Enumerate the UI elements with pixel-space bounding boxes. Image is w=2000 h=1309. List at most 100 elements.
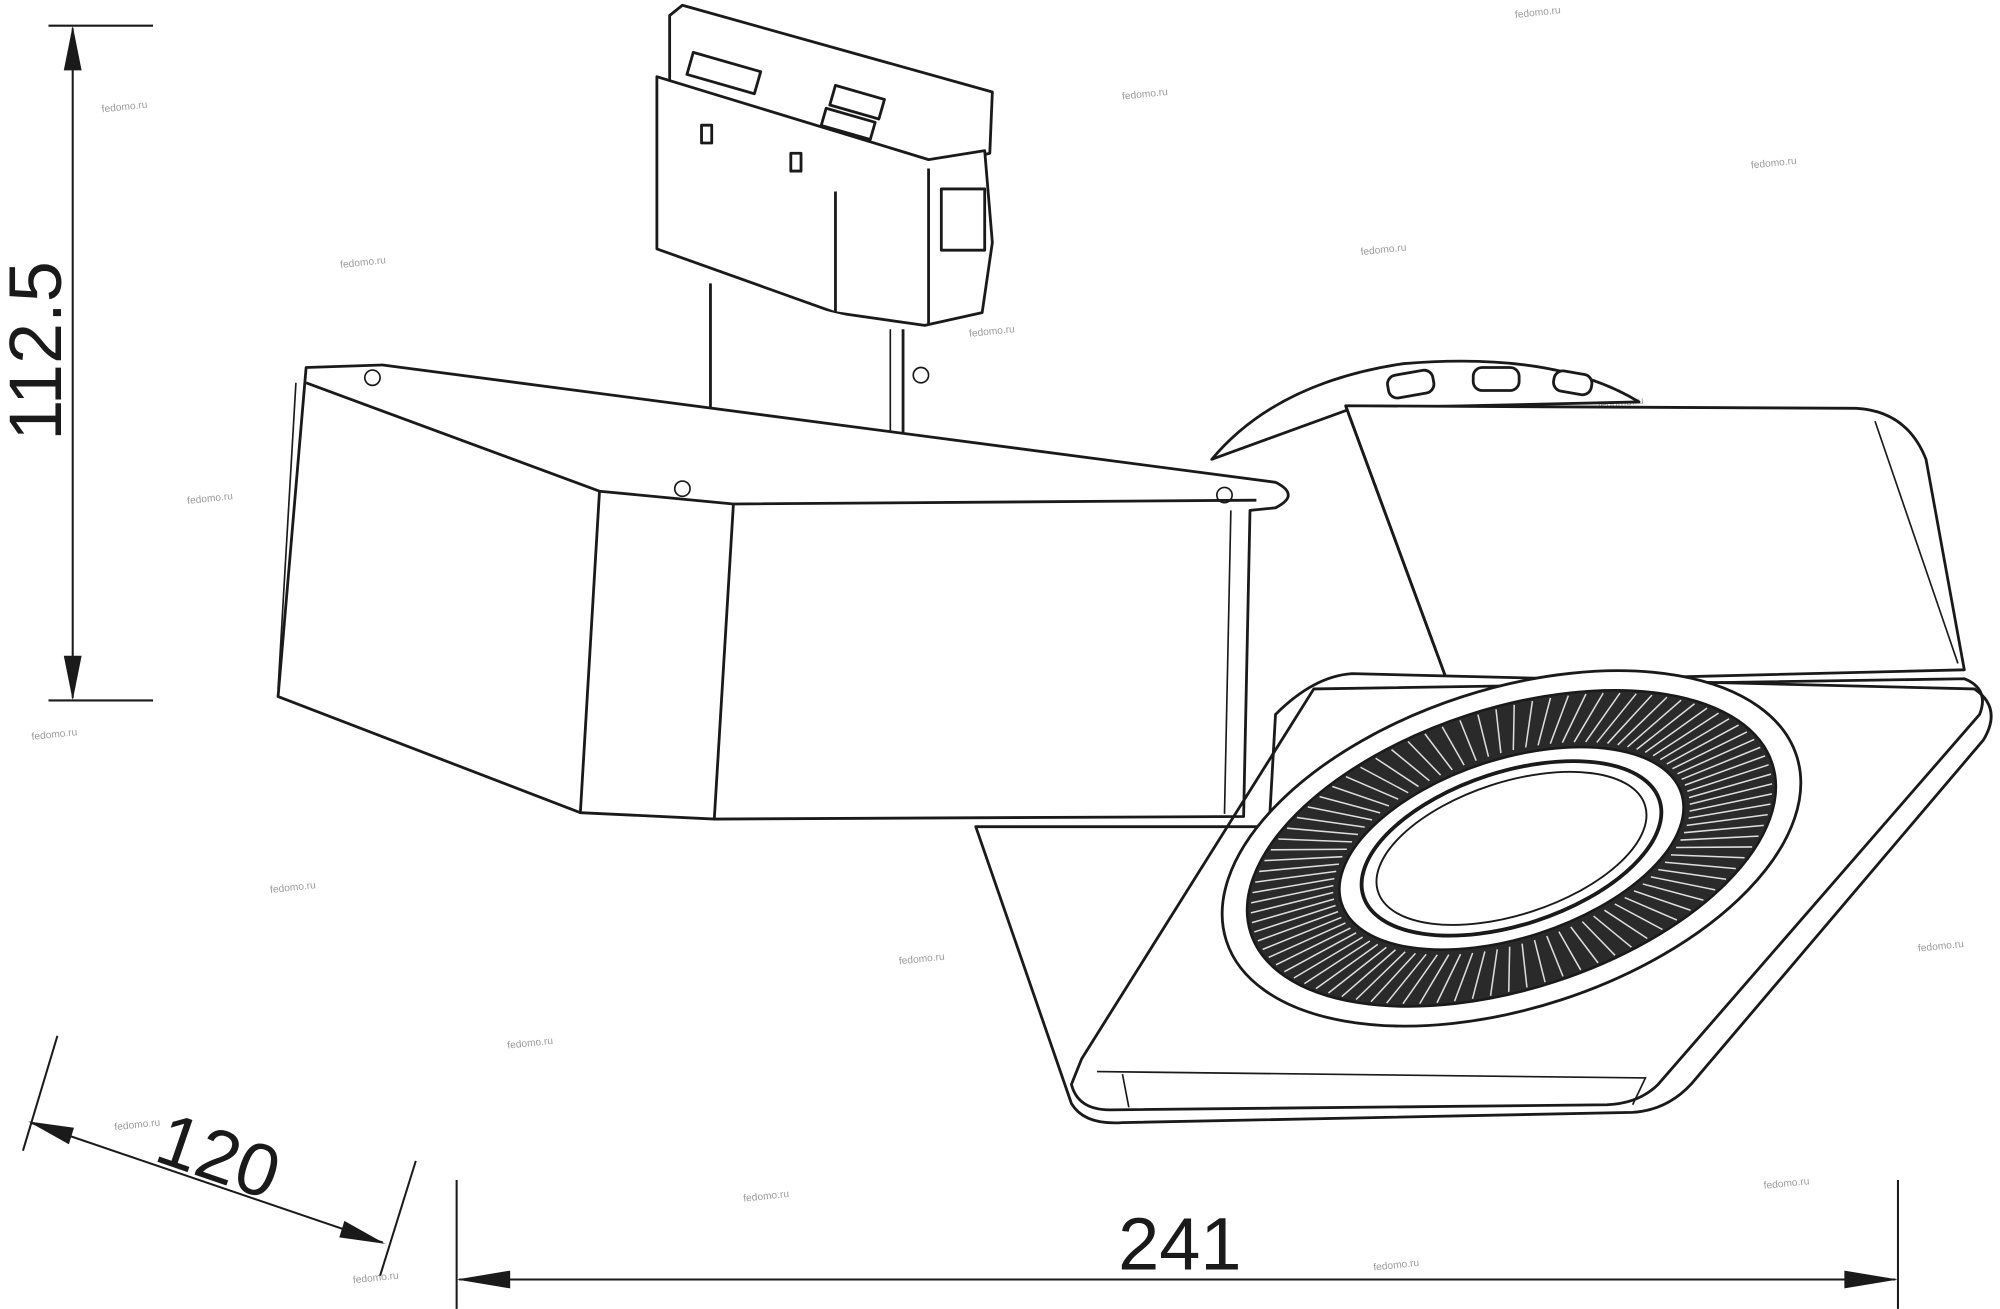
fin: [1307, 806, 1373, 821]
lens: [1359, 759, 1664, 938]
fin: [1459, 720, 1477, 761]
fin: [1689, 793, 1773, 812]
watermark-text: fedomo.ru: [969, 324, 1016, 340]
fin: [1303, 940, 1371, 985]
watermark-text: fedomo.ru: [1763, 1176, 1810, 1192]
fin: [1570, 926, 1599, 964]
fin: [1683, 824, 1764, 834]
fin: [1402, 954, 1438, 1005]
fin: [1293, 936, 1364, 979]
fin-lines: [1250, 692, 1773, 1005]
watermark-text: fedomo.ru: [31, 727, 78, 743]
fin: [1688, 803, 1771, 819]
fin: [1345, 775, 1399, 800]
lamp-head: [974, 404, 1993, 1125]
fin: [1360, 766, 1409, 794]
fin: [1453, 952, 1474, 1002]
fin: [1676, 846, 1753, 849]
fin: [1287, 827, 1359, 836]
fin: [1558, 931, 1582, 971]
fin: [1688, 773, 1772, 799]
fin: [1689, 783, 1773, 806]
fin: [1624, 896, 1678, 921]
fin: [1250, 884, 1334, 904]
fin: [1436, 953, 1462, 1004]
fin: [1275, 927, 1351, 966]
fin: [1391, 749, 1430, 782]
watermark-text: fedomo.ru: [507, 1036, 554, 1052]
fin: [1407, 740, 1442, 776]
fin: [1259, 863, 1339, 873]
arrow-left-icon: [28, 1121, 74, 1145]
watermark-text: fedomo.ru: [898, 952, 945, 968]
fin: [1507, 946, 1511, 992]
fin: [1477, 714, 1490, 757]
fin: [1549, 695, 1570, 745]
fin: [1573, 692, 1604, 743]
fin: [1644, 707, 1708, 753]
fin: [1251, 898, 1335, 924]
fin: [1642, 883, 1704, 901]
fin: [1533, 939, 1546, 983]
fin: [1659, 718, 1730, 761]
fin: [1606, 694, 1653, 744]
fin: [1296, 816, 1365, 828]
fin: [1257, 910, 1339, 942]
fin: [1262, 916, 1342, 951]
fin: [1537, 697, 1552, 746]
watermark-text: fedomo.ru: [114, 1118, 161, 1134]
fin: [1250, 891, 1334, 914]
watermark-text: fedomo.ru: [1122, 87, 1169, 103]
fin: [1670, 854, 1745, 859]
fin: [1319, 795, 1381, 814]
watermark-text: fedomo.ru: [1918, 939, 1965, 955]
fin: [1626, 699, 1682, 748]
depth-dimension: 120: [21, 1035, 417, 1276]
fin: [1355, 951, 1406, 1001]
watermark-text: fedomo.ru: [352, 1271, 399, 1287]
fin: [1652, 712, 1719, 757]
fin: [1512, 704, 1515, 751]
watermark-text: fedomo.ru: [1750, 156, 1797, 172]
width-dimension: 241: [455, 1180, 1899, 1309]
watermark-text: fedomo.ru: [1360, 243, 1407, 259]
arrow-up-icon: [63, 25, 82, 71]
height-dimension: 112.5: [0, 24, 154, 702]
fin: [1681, 746, 1761, 780]
fin: [1596, 693, 1637, 743]
watermark-text: fedomo.ru: [1514, 5, 1561, 21]
fin: [1284, 932, 1357, 973]
fin: [1524, 700, 1534, 748]
arrow-right-icon: [1844, 1270, 1898, 1289]
fin: [1268, 922, 1346, 959]
fin: [1424, 733, 1453, 771]
fin: [1664, 861, 1736, 870]
fin: [1254, 904, 1336, 933]
fin: [1255, 870, 1337, 883]
arrow-right-icon: [339, 1220, 386, 1244]
fin: [1546, 935, 1564, 977]
fin: [1680, 835, 1759, 841]
fin: [1650, 876, 1716, 891]
fin: [1585, 692, 1621, 743]
fin: [1593, 915, 1632, 948]
fin: [1677, 738, 1755, 775]
fin: [1684, 755, 1766, 786]
track-adapter: [655, 3, 994, 327]
fin: [1419, 954, 1450, 1005]
arrow-down-icon: [63, 655, 82, 701]
fin: [1495, 709, 1502, 754]
fin: [1386, 953, 1427, 1004]
fin: [1687, 764, 1769, 792]
fin: [1264, 855, 1343, 862]
watermark-text: fedomo.ru: [101, 100, 148, 116]
height-label: 112.5: [0, 261, 77, 441]
fin: [1375, 757, 1419, 788]
fin: [1489, 949, 1498, 996]
fin: [1521, 943, 1528, 988]
fin: [1617, 696, 1668, 746]
fin: [1614, 903, 1663, 931]
fin: [1633, 890, 1691, 911]
